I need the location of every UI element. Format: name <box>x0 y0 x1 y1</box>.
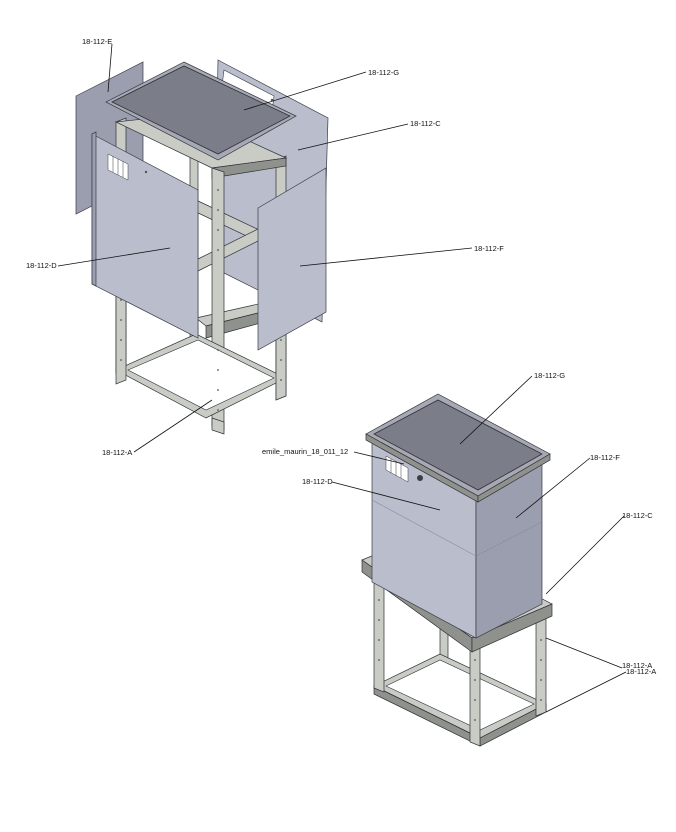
label-assembled-c: 18-112-C <box>622 511 653 520</box>
exploded-vent <box>107 153 129 181</box>
exploded-panel-f <box>257 167 327 351</box>
assembled-cabinet <box>371 439 543 639</box>
exploded-leaders <box>57 43 473 453</box>
label-exploded-a: 18-112-A <box>102 448 132 457</box>
assembled-lid-g <box>365 393 551 503</box>
assembled-view: 18-112-G emile_maurin_18_011_12 18-112-D… <box>262 371 656 747</box>
exploded-view: 18-112-E 18-112-G 18-112-C 18-112-D 18-1… <box>26 37 504 457</box>
label-exploded-c: 18-112-C <box>410 119 441 128</box>
assembled-leaders <box>331 375 627 713</box>
label-assembled-d: 18-112-D <box>302 477 333 486</box>
label-assembled-f: 18-112-F <box>590 453 620 462</box>
assembled-lock <box>417 475 423 481</box>
label-assembled-a2: 18-112-A <box>626 667 656 676</box>
label-assembled-a1: 18-112-A <box>622 661 652 670</box>
label-exploded-f: 18-112-F <box>474 244 504 253</box>
label-exploded-g: 18-112-G <box>368 68 399 77</box>
exploded-lid-g <box>105 61 297 161</box>
assembled-vent <box>385 455 409 483</box>
label-assembled-part: emile_maurin_18_011_12 <box>262 447 348 456</box>
label-exploded-e: 18-112-E <box>82 37 112 46</box>
label-assembled-g: 18-112-G <box>534 371 565 380</box>
label-exploded-d: 18-112-D <box>26 261 57 270</box>
